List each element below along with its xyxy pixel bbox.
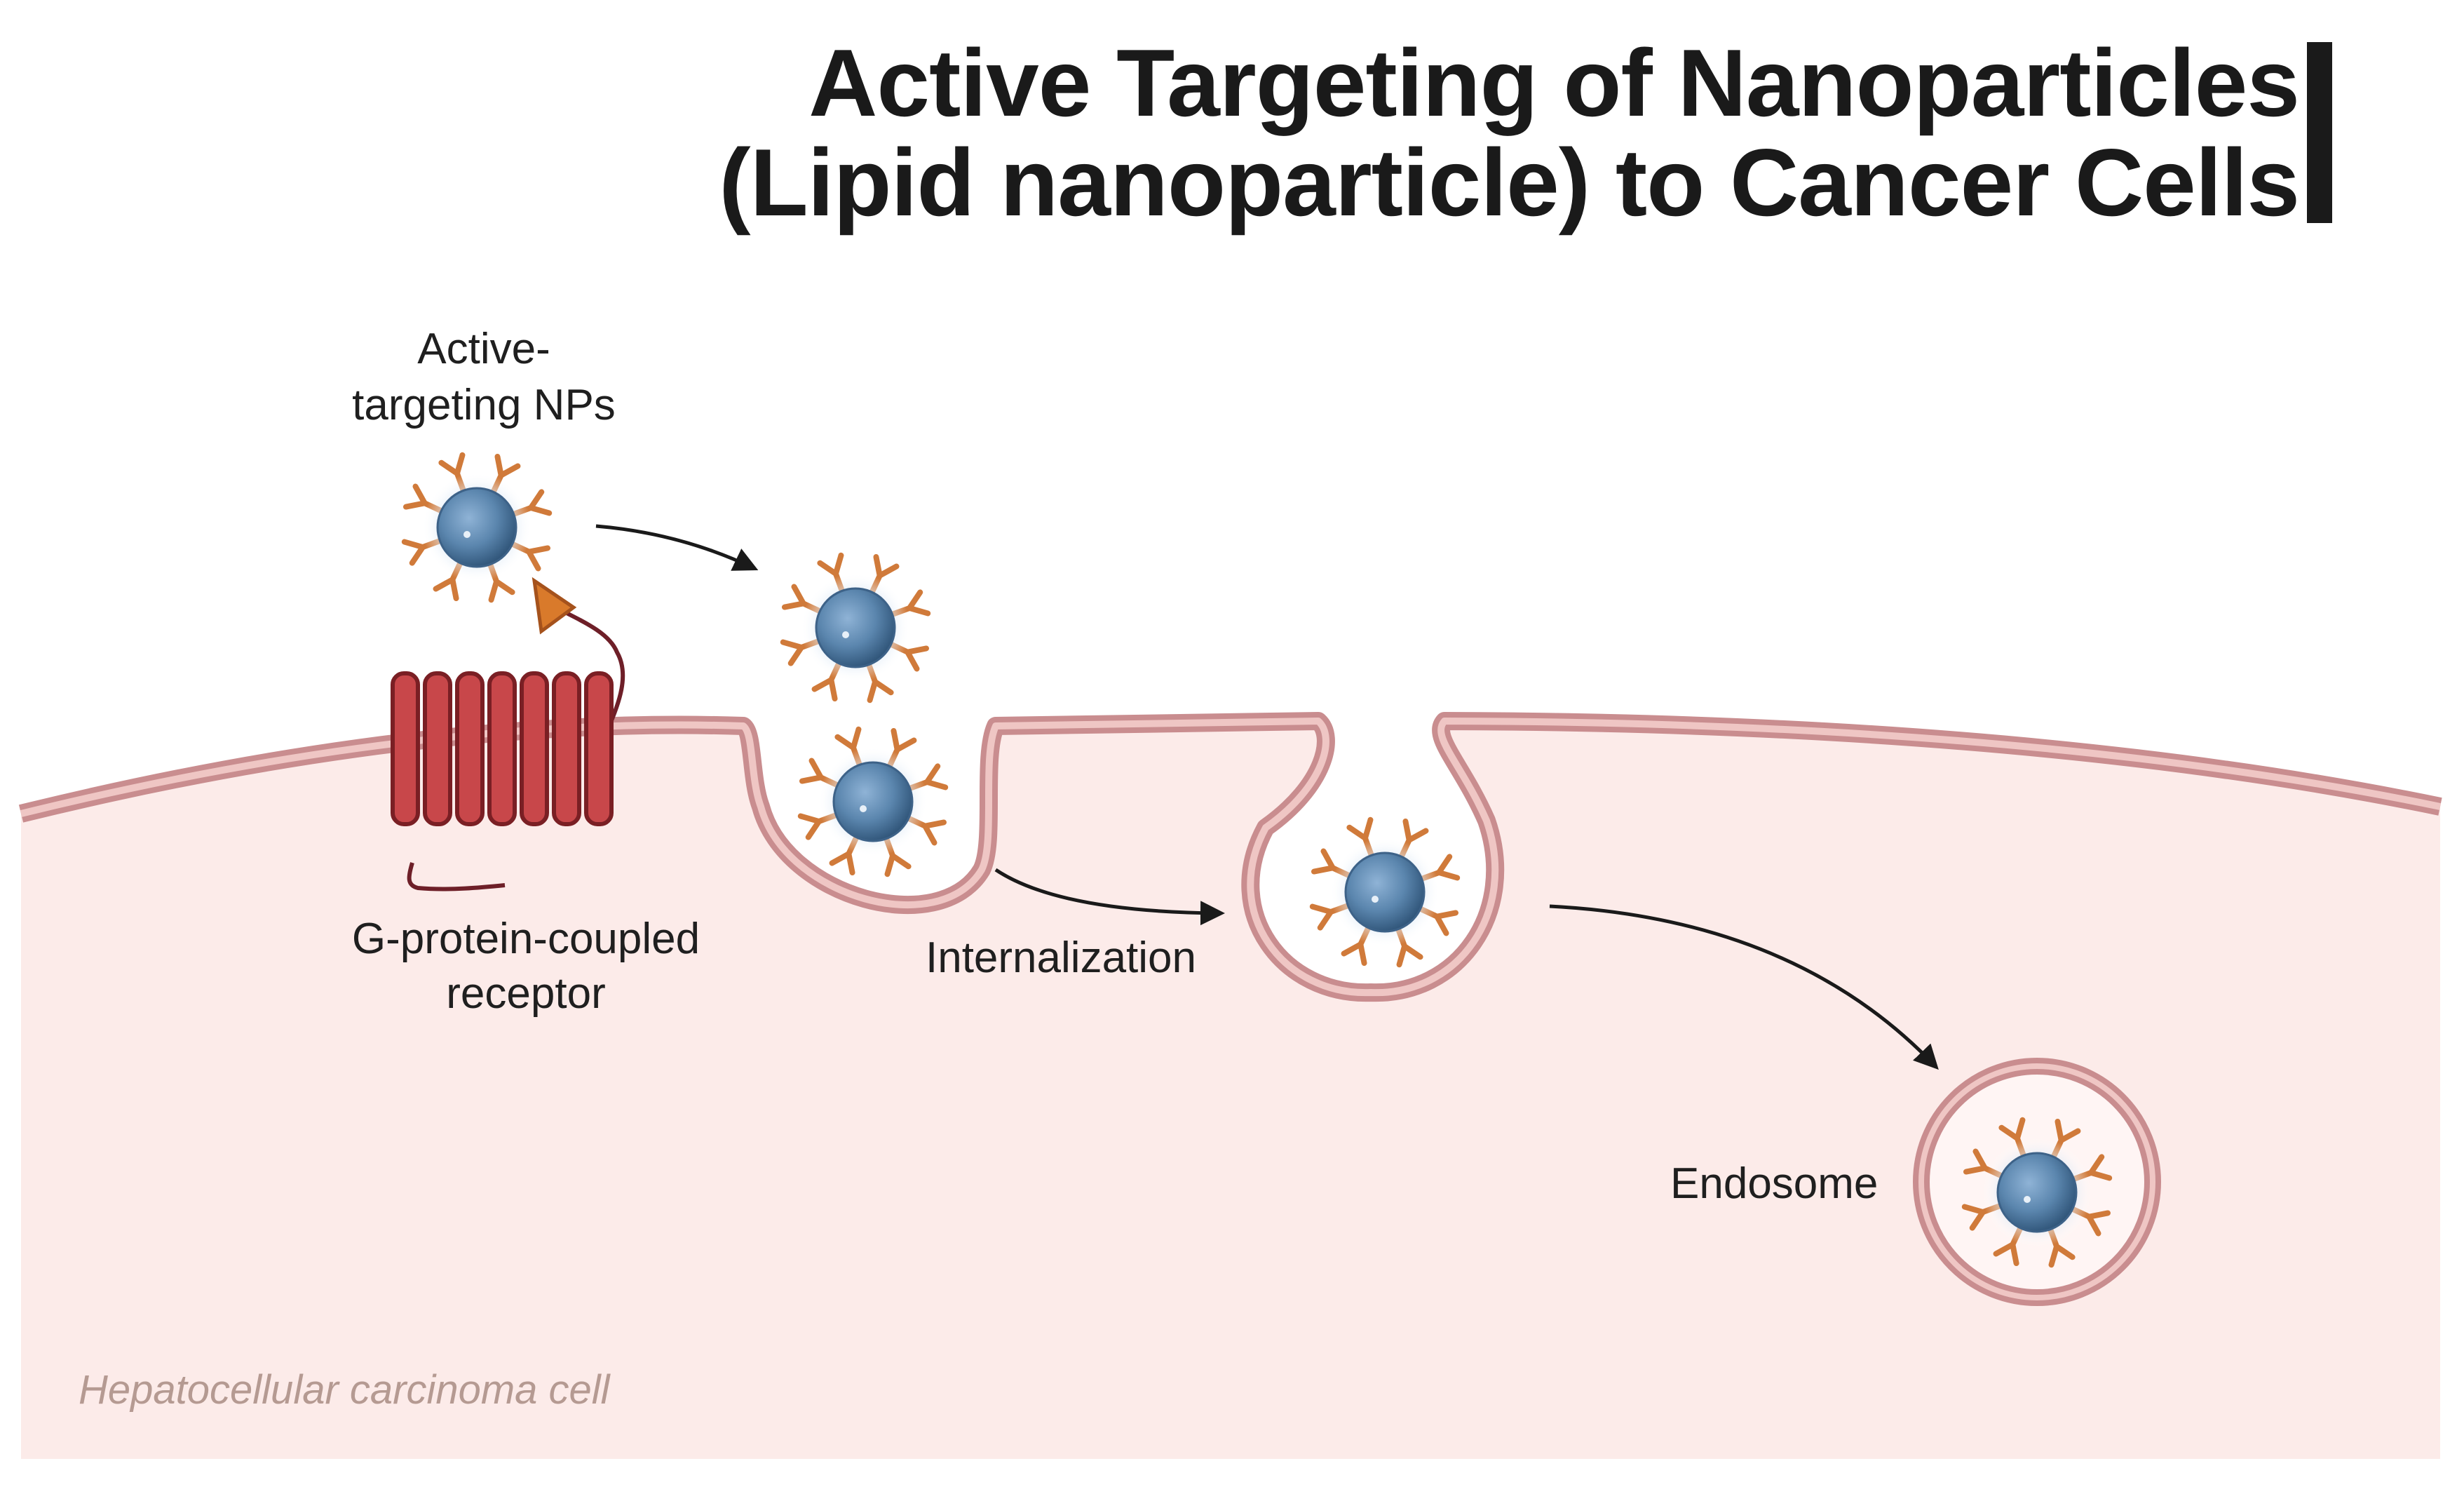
receptor-chain — [407, 862, 506, 891]
cell-body — [18, 712, 2442, 1459]
label-internalization: Internalization — [926, 934, 1197, 982]
label-gpcr-line1: G-protein-coupled — [351, 915, 700, 963]
label-active-targeting-nps: Active- targeting NPs — [302, 321, 666, 433]
label-gpcr-line2: receptor — [446, 969, 606, 1018]
arrow-approach — [595, 524, 759, 571]
nanoparticle-binding — [801, 729, 945, 874]
label-cell-type: Hepatocellular carcinoma cell — [79, 1367, 610, 1413]
title-accent-bar — [2307, 42, 2332, 223]
title-line-2: (Lipid nanoparticle) to Cancer Cells — [719, 129, 2300, 236]
cell-membrane-inner — [20, 718, 2442, 997]
gpcr-receptor — [391, 577, 625, 891]
title-line-1: Active Targeting of Nanoparticles — [808, 29, 2300, 136]
ligand-triangle — [532, 577, 577, 635]
cytoplasm — [21, 721, 2440, 1459]
arrow-internalization — [994, 868, 1225, 926]
label-np-line1: Active- — [417, 325, 550, 373]
arrow-to-endosome — [1549, 904, 1939, 1070]
label-np-line2: targeting NPs — [352, 381, 616, 429]
label-gpcr: G-protein-coupled receptor — [280, 912, 771, 1021]
nanoparticle-approaching — [783, 556, 928, 700]
nanoparticle-internalizing — [1313, 820, 1457, 964]
endosome — [1913, 1058, 2161, 1306]
nanoparticle-free — [405, 455, 549, 600]
label-endosome: Endosome — [1670, 1159, 1879, 1208]
receptor-tail — [560, 608, 625, 741]
